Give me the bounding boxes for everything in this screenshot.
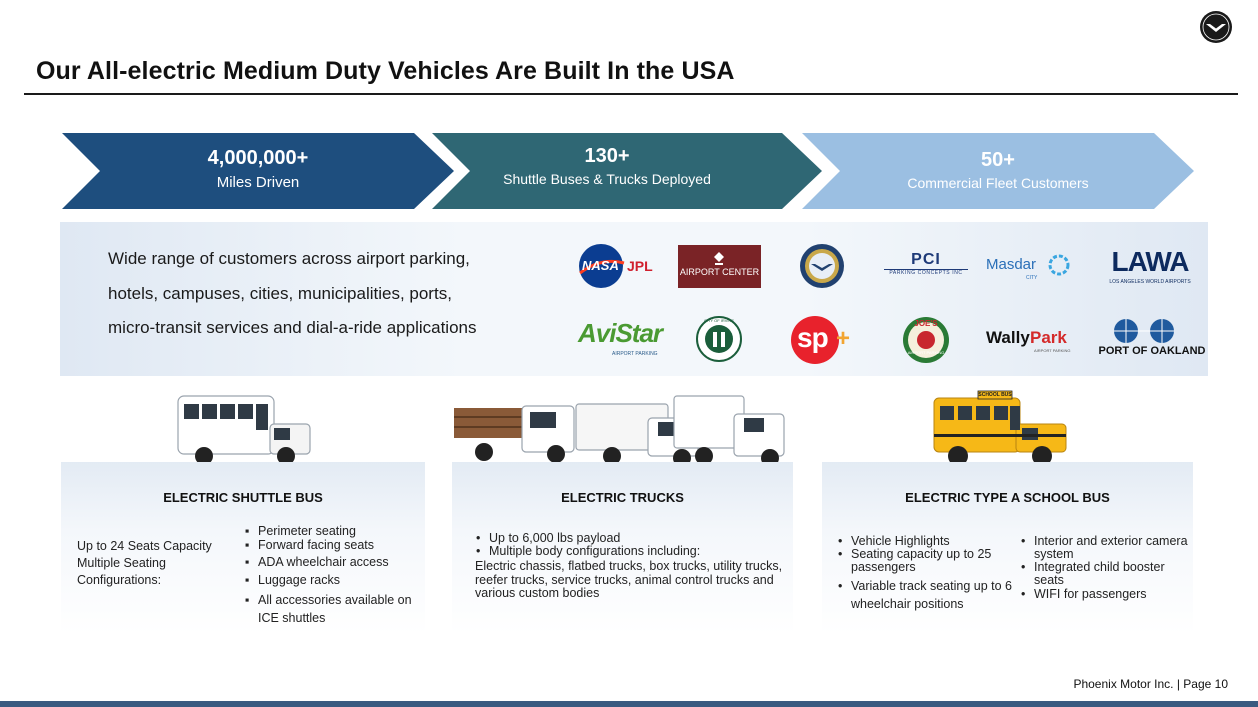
list-item: Forward facing seats — [245, 538, 415, 552]
trucks-body-types: Electric chassis, flatbed trucks, box tr… — [475, 559, 783, 600]
list-item: Variable track seating up to 6 wheelchai… — [838, 577, 1016, 613]
stat-value: 130+ — [584, 145, 630, 167]
airport-center-logo: AIRPORT CENTER — [678, 245, 761, 288]
masdar-logo: Masdar CITY — [986, 253, 1074, 283]
joes-airport-parking-logo: JOE'S AIRPORT PARKING — [902, 316, 950, 364]
list-item: Multiple body configurations including: — [476, 545, 700, 559]
phoenix-logo-icon — [1200, 11, 1232, 43]
list-item: Luggage racks — [245, 573, 415, 588]
school-bus-highlights-list: Vehicle Highlights Seating capacity up t… — [838, 535, 1016, 613]
school-bus-panel: ELECTRIC TYPE A SCHOOL BUS Vehicle Highl… — [822, 462, 1193, 634]
avistar-logo: AviStar AIRPORT PARKING — [578, 318, 663, 357]
page-title: Our All-electric Medium Duty Vehicles Ar… — [36, 57, 735, 85]
customer-line: hotels, campuses, cities, municipalities… — [108, 283, 452, 303]
list-item: Interior and exterior camera system — [1021, 535, 1189, 561]
wallypark-logo: Wally Park AIRPORT PARKING — [986, 328, 1071, 353]
shuttle-features-list: Perimeter seating Forward facing seats A… — [245, 525, 415, 627]
stat-label: Miles Driven — [216, 174, 300, 191]
chevron-shape — [802, 133, 1194, 209]
customer-line: micro-transit services and dial-a-ride a… — [108, 318, 477, 337]
lawa-logo: LAWA LOS ANGELES WORLD AIRPORTS — [1109, 246, 1191, 285]
customer-description: Wide range of customers across airport p… — [108, 242, 476, 346]
list-item: All accessories available on ICE shuttle… — [245, 591, 415, 627]
nasa-jpl-logo: NASA JPL — [578, 243, 658, 289]
title-divider — [24, 93, 1238, 95]
school-bus-features-list: Interior and exterior camera system Inte… — [1021, 535, 1189, 602]
trucks-features-list: Up to 6,000 lbs payload Multiple body co… — [476, 532, 700, 559]
sp-plus-logo: sp + — [790, 315, 860, 365]
port-of-oakland-logo: PORT OF OAKLAND — [1094, 318, 1210, 362]
stat-miles-driven: 4,000,000+ Miles Driven — [62, 133, 454, 209]
list-item: Integrated child booster seats — [1021, 561, 1189, 587]
customer-line: Wide range of customers across airport p… — [108, 249, 470, 268]
shuttle-capacity-text: Up to 24 Seats Capacity Multiple Seating… — [77, 539, 212, 587]
list-item: Up to 6,000 lbs payload — [476, 532, 700, 546]
list-item: Seating capacity up to 25 passengers — [838, 548, 1016, 574]
list-item: Vehicle Highlights — [838, 535, 1016, 549]
list-item: Perimeter seating — [245, 525, 415, 539]
list-item: WIFI for passengers — [1021, 588, 1189, 602]
stat-label: Shuttle Buses & Trucks Deployed — [503, 171, 711, 187]
stat-fleet-customers: 50+ Commercial Fleet Customers — [802, 133, 1194, 209]
stat-vehicles-deployed: 130+ Shuttle Buses & Trucks Deployed — [432, 133, 822, 209]
chevron-shape — [62, 133, 454, 209]
customer-band — [60, 222, 1208, 376]
panel-title: ELECTRIC TRUCKS — [561, 490, 684, 505]
trucks-panel: ELECTRIC TRUCKS Up to 6,000 lbs payload … — [452, 462, 793, 634]
panel-title: ELECTRIC SHUTTLE BUS — [163, 490, 323, 505]
school-bus-image: SCHOOL BUS — [928, 388, 1078, 474]
stat-value: 50+ — [981, 149, 1015, 171]
footer-page-number: Phoenix Motor Inc. | Page 10 — [1073, 677, 1228, 691]
panel-title: ELECTRIC TYPE A SCHOOL BUS — [905, 490, 1110, 505]
shuttle-bus-panel: ELECTRIC SHUTTLE BUS Up to 24 Seats Capa… — [61, 462, 425, 634]
trucks-image — [454, 395, 785, 467]
stat-label: Commercial Fleet Customers — [907, 175, 1089, 191]
list-item: ADA wheelchair access — [245, 555, 415, 570]
seal-logo-icon — [800, 244, 844, 288]
stat-value: 4,000,000+ — [207, 147, 309, 169]
city-of-irvine-logo: CITY OF IRVINE — [696, 316, 742, 362]
shuttle-bus-image — [177, 395, 311, 465]
pci-logo: PCI PARKING CONCEPTS INC — [882, 251, 970, 279]
chevron-shape — [432, 133, 822, 209]
footer-bar — [0, 701, 1258, 707]
